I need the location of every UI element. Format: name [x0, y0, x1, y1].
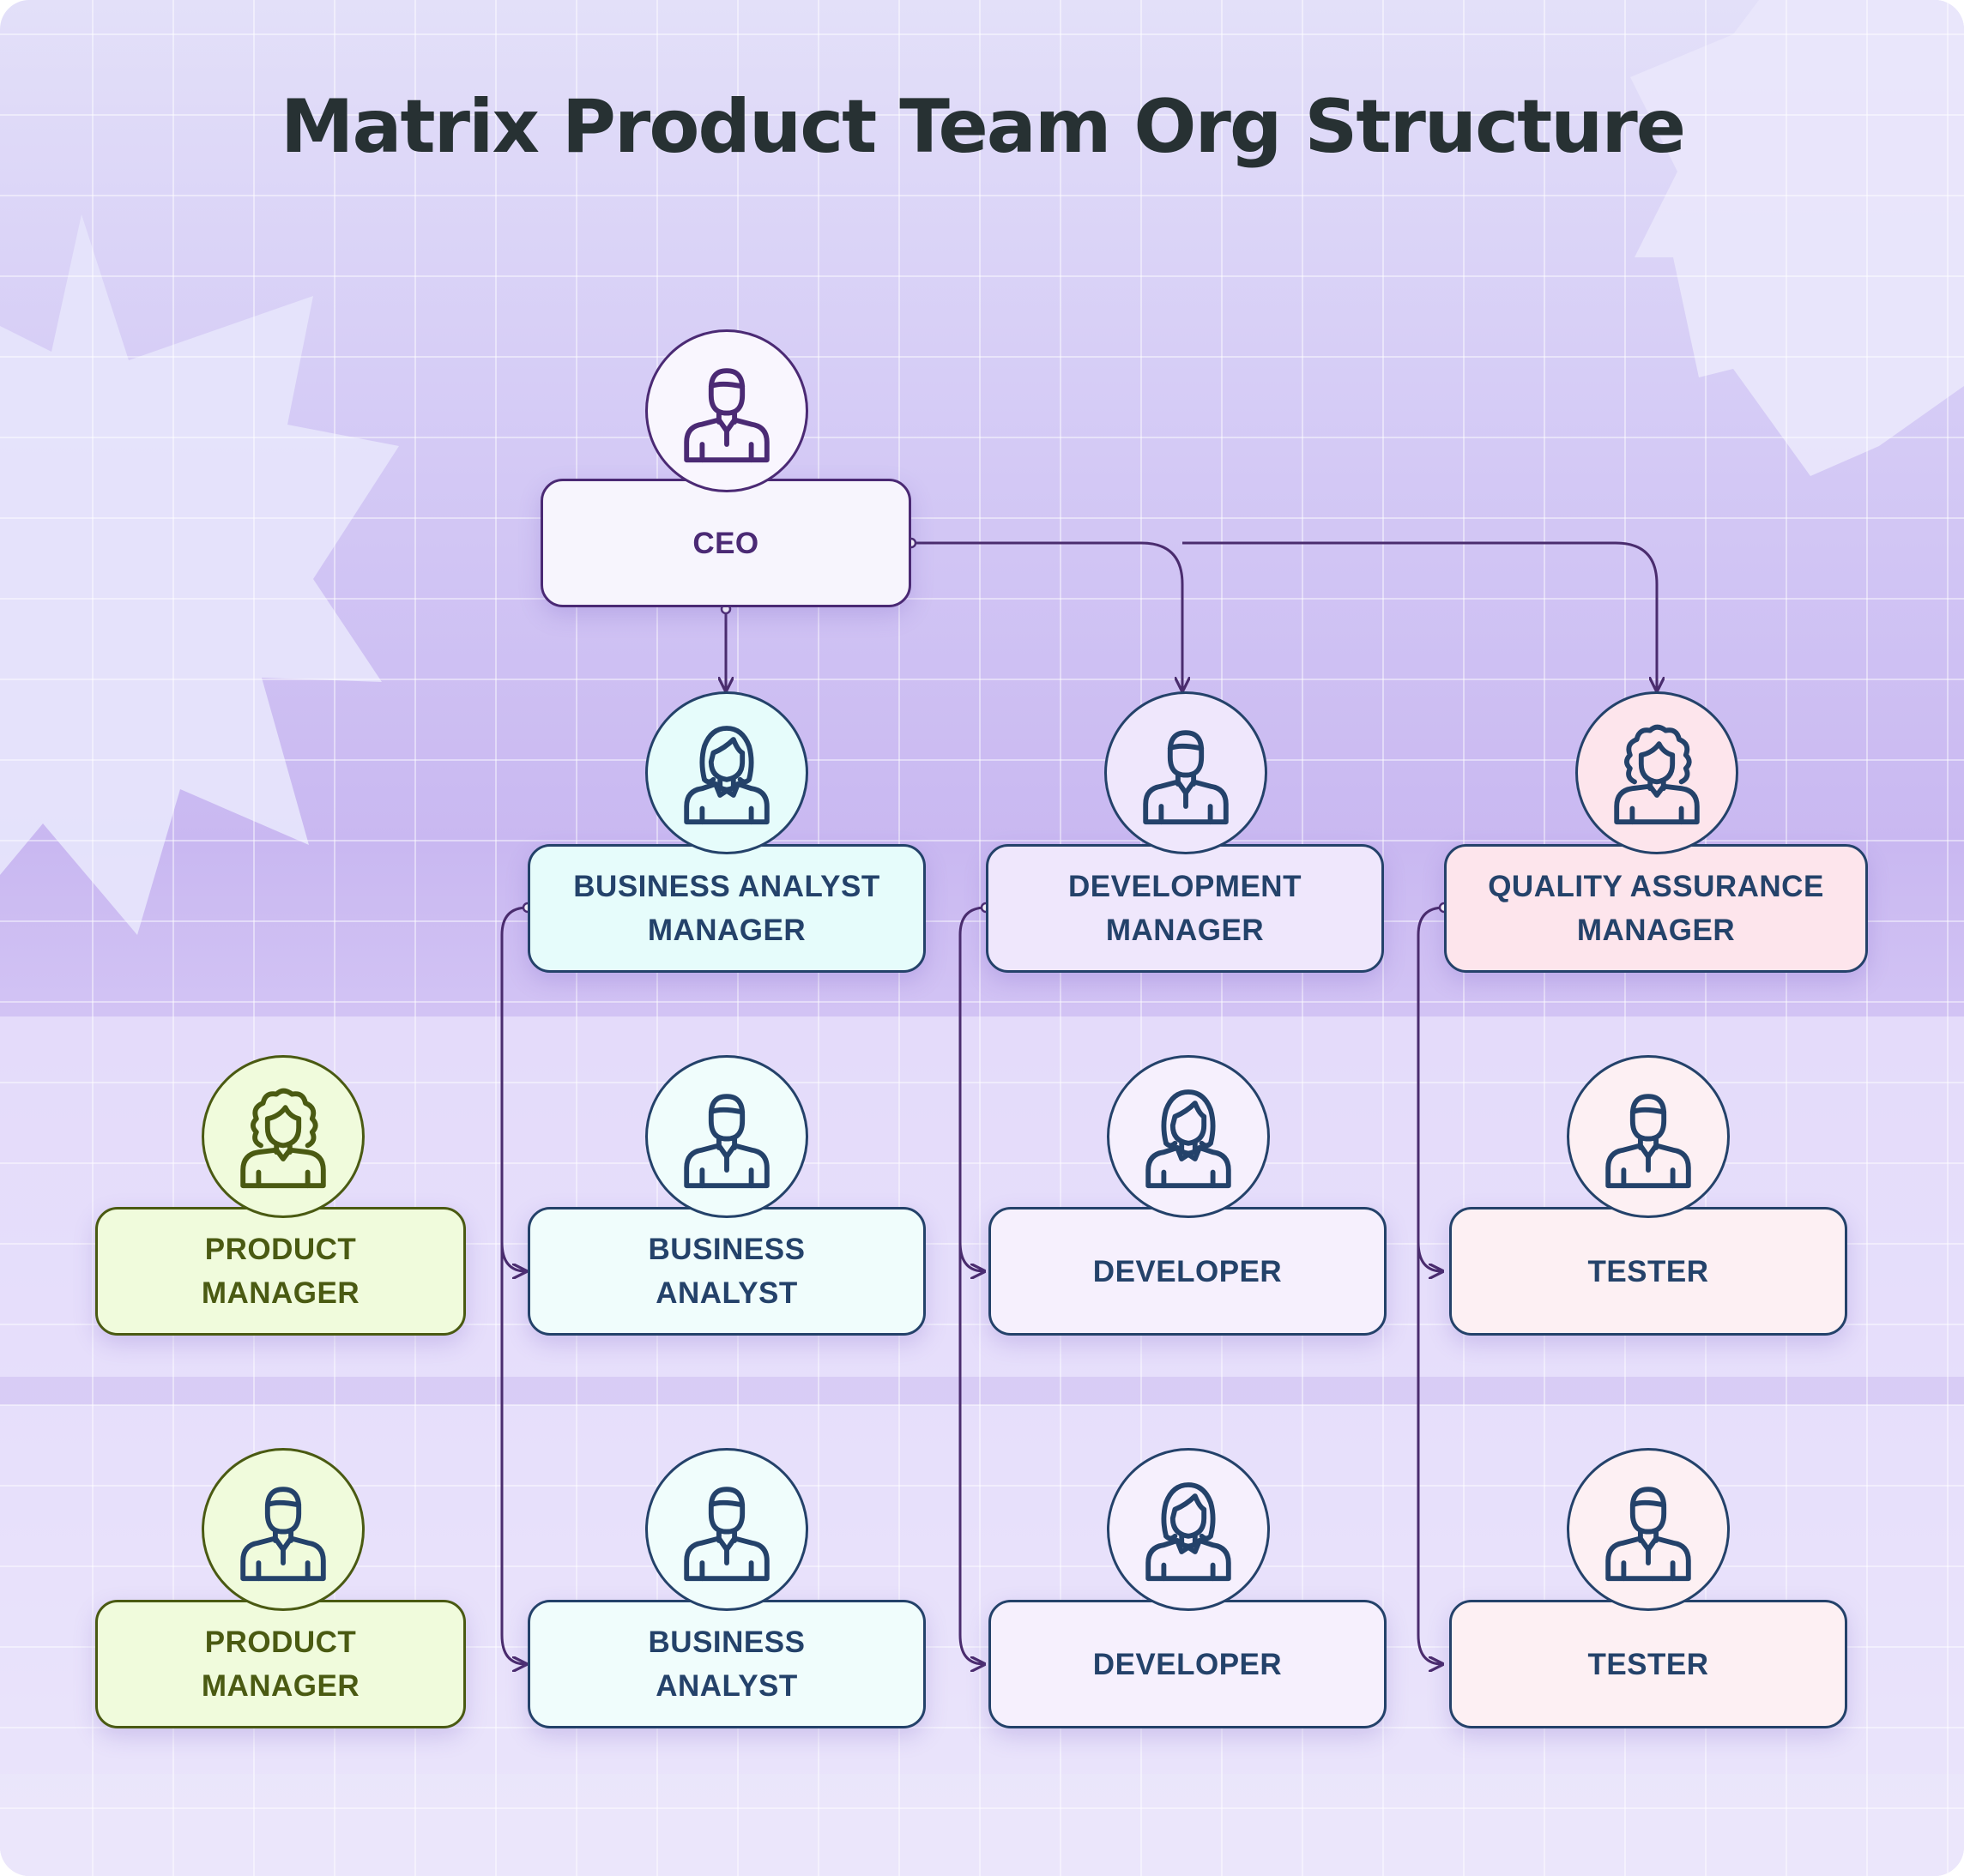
node-label: PRODUCT MANAGER [201, 1233, 360, 1310]
node-box: DEVELOPMENT MANAGER [986, 844, 1384, 973]
chart-title: Matrix Product Team Org Structure [280, 84, 1686, 170]
connector-ceo-qa-manager [1182, 541, 1657, 691]
connector-qa-manager-tester-2 [1417, 1235, 1442, 1664]
node-label: TESTER [1587, 1254, 1709, 1288]
avatar [202, 1055, 365, 1218]
avatar [645, 691, 808, 854]
node-box: BUSINESS ANALYST [528, 1207, 926, 1336]
woman-avatar-icon [1133, 1081, 1244, 1192]
node-box: DEVELOPER [988, 1600, 1387, 1728]
man-avatar-icon [1592, 1081, 1704, 1192]
node-box: PRODUCT MANAGER [95, 1207, 466, 1336]
avatar [645, 329, 808, 492]
curly-woman-avatar-icon [1601, 717, 1713, 829]
connector-ba-manager-analyst-1 [500, 906, 529, 1271]
connector-dev-manager-developer-1 [958, 906, 987, 1271]
connector-qa-manager-tester-1 [1417, 906, 1445, 1271]
node-label: DEVELOPER [1092, 1254, 1283, 1288]
starburst-right [1630, 0, 1964, 476]
man-avatar-icon [227, 1474, 339, 1585]
curly-woman-avatar-icon [227, 1081, 339, 1192]
avatar [1107, 1055, 1270, 1218]
node-box: QUALITY ASSURANCE MANAGER [1444, 844, 1868, 973]
avatar [645, 1448, 808, 1611]
avatar [645, 1055, 808, 1218]
node-box: CEO [541, 479, 911, 607]
node-box: BUSINESS ANALYST [528, 1600, 926, 1728]
starburst-left [0, 214, 399, 935]
node-label: QUALITY ASSURANCE MANAGER [1488, 870, 1824, 947]
man-avatar-icon [1130, 717, 1242, 829]
node-box: DEVELOPER [988, 1207, 1387, 1336]
node-label: BUSINESS ANALYST MANAGER [573, 870, 880, 947]
node-label: DEVELOPMENT MANAGER [1068, 870, 1302, 947]
node-label: BUSINESS ANALYST [648, 1626, 806, 1703]
man-avatar-icon [671, 355, 783, 467]
avatar [1567, 1448, 1730, 1611]
node-label: BUSINESS ANALYST [648, 1233, 806, 1310]
avatar [202, 1448, 365, 1611]
avatar [1107, 1448, 1270, 1611]
man-avatar-icon [671, 1474, 783, 1585]
man-avatar-icon [1592, 1474, 1704, 1585]
connector-dev-manager-developer-2 [958, 1235, 984, 1664]
avatar [1575, 691, 1738, 854]
node-label: TESTER [1587, 1647, 1709, 1681]
node-box: TESTER [1449, 1600, 1847, 1728]
connector-ceo-dev-manager [911, 541, 1182, 691]
woman-avatar-icon [1133, 1474, 1244, 1585]
woman-avatar-icon [671, 717, 783, 829]
node-label: CEO [692, 526, 759, 560]
node-label: DEVELOPER [1092, 1647, 1283, 1681]
node-label: PRODUCT MANAGER [201, 1626, 360, 1703]
avatar [1104, 691, 1267, 854]
connector-ba-manager-analyst-2 [500, 1235, 526, 1664]
node-box: TESTER [1449, 1207, 1847, 1336]
node-box: BUSINESS ANALYST MANAGER [528, 844, 926, 973]
node-box: PRODUCT MANAGER [95, 1600, 466, 1728]
man-avatar-icon [671, 1081, 783, 1192]
row-band-footer [0, 1774, 1964, 1876]
avatar [1567, 1055, 1730, 1218]
